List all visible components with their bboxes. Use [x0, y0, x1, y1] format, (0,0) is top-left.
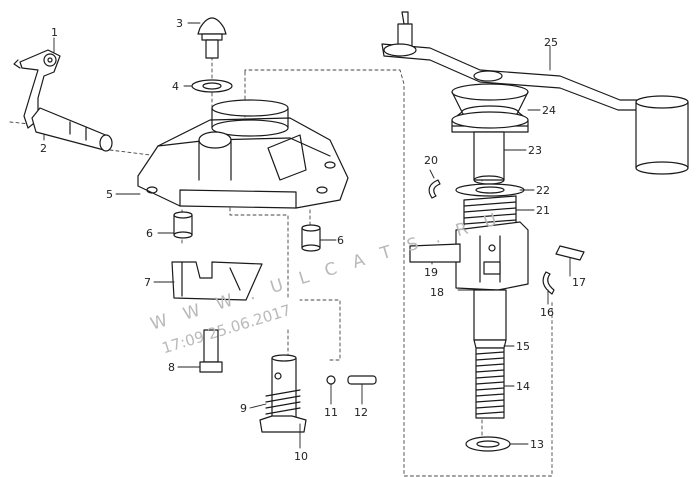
- callout-24: 24: [542, 104, 556, 117]
- callout-8: 8: [168, 361, 175, 374]
- part-housing: [137, 99, 349, 209]
- callout-10: 10: [294, 450, 308, 463]
- part-clip-20: [428, 179, 441, 199]
- callout-17: 17: [572, 276, 586, 289]
- part-pulley: [451, 83, 529, 133]
- part-fork-body: [409, 221, 529, 291]
- part-selector-arm: [381, 11, 689, 175]
- callout-22: 22: [536, 184, 550, 197]
- callout-labels: 1 2 3 4 5 6 6 7 8 9 10 11 12 13 14 15 16…: [40, 17, 586, 463]
- callout-7: 7: [144, 276, 151, 289]
- part-clip-16: [542, 271, 555, 295]
- callout-18: 18: [430, 286, 444, 299]
- part-threaded-rod: [473, 289, 507, 419]
- callout-9: 9: [240, 402, 247, 415]
- part-washer-4: [191, 79, 233, 93]
- callout-4: 4: [172, 80, 179, 93]
- part-bushing-left: [173, 211, 193, 239]
- part-ball: [326, 375, 336, 385]
- part-lever-arm: [13, 49, 113, 152]
- part-dowel-pin: [347, 375, 377, 385]
- callout-23: 23: [528, 144, 542, 157]
- callout-16: 16: [540, 306, 554, 319]
- callout-15: 15: [516, 340, 530, 353]
- part-bolt: [199, 329, 223, 373]
- callout-6-right: 6: [337, 234, 344, 247]
- leader-lines: [43, 22, 571, 449]
- watermark-url: W W W . U L C A T S . R U: [148, 208, 505, 334]
- callout-6-left: 6: [146, 227, 153, 240]
- part-pin-17: [555, 245, 585, 261]
- part-collar: [473, 131, 505, 185]
- part-cap-screw: [197, 17, 227, 59]
- part-spring-pin: [259, 354, 307, 433]
- callout-21: 21: [536, 204, 550, 217]
- callout-14: 14: [516, 380, 530, 393]
- callout-5: 5: [106, 188, 113, 201]
- part-washer-22: [455, 183, 525, 197]
- callout-19: 19: [424, 266, 438, 279]
- part-spring-21: [463, 195, 517, 227]
- callout-25: 25: [544, 36, 558, 49]
- callout-3: 3: [176, 17, 183, 30]
- part-bracket: [171, 261, 263, 301]
- callout-11: 11: [324, 406, 338, 419]
- callout-1: 1: [51, 26, 58, 39]
- callout-2: 2: [40, 142, 47, 155]
- callout-20: 20: [424, 154, 438, 167]
- callout-13: 13: [530, 438, 544, 451]
- part-bushing-right: [301, 224, 321, 252]
- part-washer-13: [465, 436, 511, 452]
- callout-12: 12: [354, 406, 368, 419]
